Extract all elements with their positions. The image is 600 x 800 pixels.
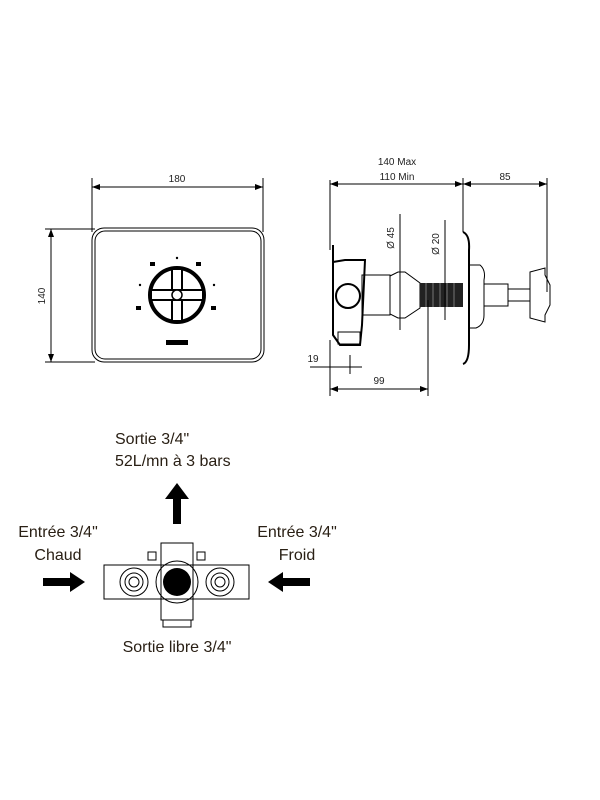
handle-dimension-label: 85 [499,172,511,183]
side-view: 140 Max 110 Min 85 Ø 45 Ø 20 19 [307,157,551,396]
brand-logo [166,340,188,345]
arrow-up-icon [165,483,189,524]
valve-body [332,245,367,346]
arrow-left-icon [268,572,310,592]
front-view: 180 140 [37,174,265,363]
cartridge-housing [361,274,391,316]
depth-min-label: 110 Min [380,172,415,183]
faceplate-outline [91,227,265,363]
handle-stem [483,283,509,307]
arrow-right-icon [43,572,85,592]
outlet-top-label-line1: Sortie 3/4" [115,431,189,448]
diameter-20-label: Ø 20 [431,233,442,255]
flow-diagram: Sortie 3/4" 52L/mn à 3 bars Entrée 3/4" … [18,431,337,656]
inlet-port [335,283,361,309]
offset-99-label: 99 [373,376,385,387]
inlet-cold-label-line2: Froid [279,547,315,564]
cross-handle [148,266,206,324]
width-dimension-label: 180 [169,174,186,185]
cartridge-nut [389,271,421,319]
inlet-hot-label-line2: Chaud [34,547,81,564]
mixing-valve-body [103,542,250,628]
cross-handle-side [529,267,551,323]
handle-bonnet [469,264,485,329]
height-dimension-label: 140 [37,287,48,304]
inlet-cold-label-line1: Entrée 3/4" [257,524,337,541]
threaded-spindle [420,283,463,307]
outlet-bottom-label: Sortie libre 3/4" [123,639,232,656]
diameter-45-label: Ø 45 [386,227,397,249]
wall-escutcheon [462,231,471,365]
outlet-top-label-line2: 52L/mn à 3 bars [115,453,231,470]
faceplate-inner-outline [94,230,262,360]
inlet-hot-label-line1: Entrée 3/4" [18,524,98,541]
offset-19-label: 19 [307,354,319,365]
temperature-scale-marks [136,256,216,310]
bottom-outlet [337,331,361,345]
depth-max-label: 140 Max [378,157,416,168]
handle-neck [507,288,531,302]
